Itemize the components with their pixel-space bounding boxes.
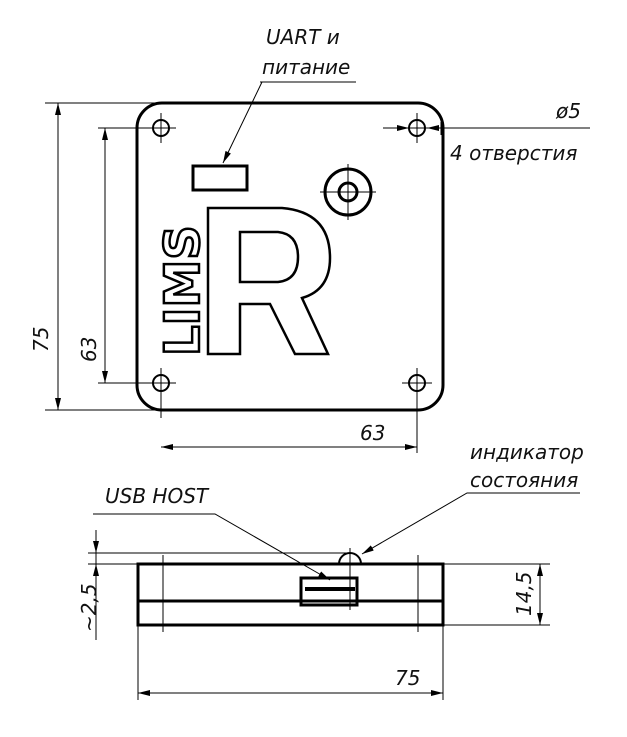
dim-led-label: ~2,5 bbox=[77, 583, 101, 632]
power-label: питание bbox=[262, 55, 350, 79]
button-circle bbox=[320, 164, 376, 220]
indicator-label-2: состояния bbox=[470, 468, 578, 492]
svg-text:LIMS: LIMS bbox=[155, 225, 211, 356]
ext-lines bbox=[45, 102, 180, 411]
logo-r-letter bbox=[206, 206, 332, 356]
dim-63-vertical-label: 63 bbox=[77, 337, 101, 362]
hole-diameter-label: ø5 bbox=[555, 99, 581, 123]
mounting-hole bbox=[146, 113, 176, 143]
usb-host-label: USB HOST bbox=[105, 484, 210, 508]
uart-label: UART и bbox=[266, 25, 340, 49]
side-view: USB HOST индикатор состояния ~2,5 14,5 7… bbox=[77, 440, 584, 700]
uart-leader bbox=[223, 81, 356, 163]
uart-connector bbox=[191, 164, 249, 192]
hole-count-label: 4 отверстия bbox=[450, 141, 577, 165]
dim-height-label: 14,5 bbox=[512, 571, 536, 616]
indicator-leader bbox=[361, 492, 580, 555]
top-view: LIMS UART и питание ø5 4 отверстия 75 63… bbox=[29, 25, 590, 453]
logo-lims-vertical: LIMS bbox=[154, 224, 213, 357]
board-outline bbox=[135, 101, 445, 412]
case-outline bbox=[136, 562, 445, 627]
dim-width-label: 75 bbox=[395, 666, 420, 690]
mounting-hole bbox=[402, 368, 432, 453]
usb-leader bbox=[93, 513, 331, 581]
center-lines bbox=[137, 548, 444, 700]
dim-63-horizontal-label: 63 bbox=[360, 421, 385, 445]
dim-75-label: 75 bbox=[29, 327, 53, 352]
indicator-label-1: индикатор bbox=[470, 440, 584, 464]
